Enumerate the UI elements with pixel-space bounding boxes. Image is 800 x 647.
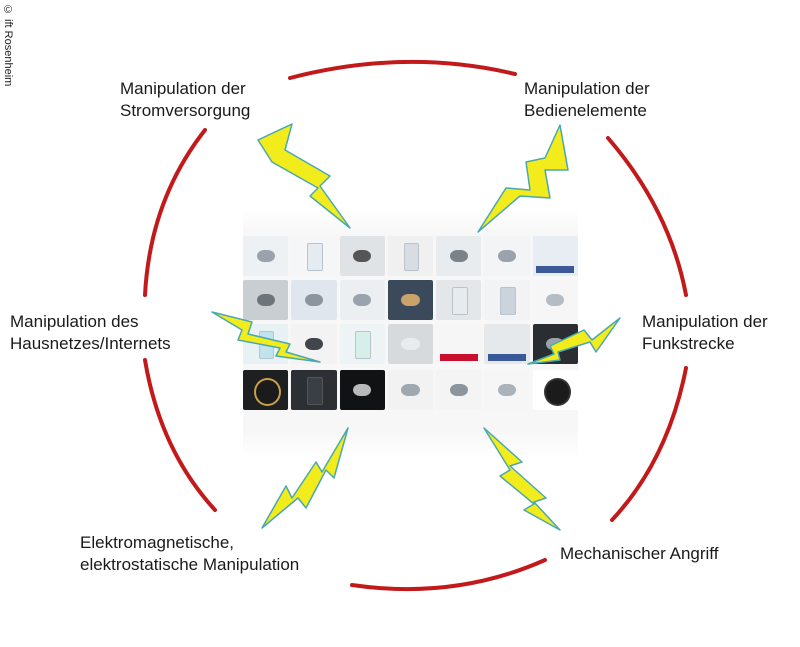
ring-arc-lower-left — [143, 358, 217, 512]
ring-arc-upper-right — [606, 136, 688, 297]
collage-tile — [484, 370, 530, 410]
label-electromagnetic: Elektromagnetische, elektrostatische Man… — [80, 533, 300, 574]
label-radio-link: Manipulation der Funkstrecke — [642, 312, 768, 353]
copyright-text: © ift Rosenheim — [2, 4, 14, 87]
collage-tile — [436, 280, 482, 320]
lightning-bolt-icon — [261, 427, 349, 529]
label-controls: Manipulation der Bedienelemente — [524, 79, 650, 120]
collage-tile — [436, 236, 482, 276]
collage-row — [243, 370, 578, 410]
lightning-bolt-icon — [483, 427, 561, 531]
collage-tile — [243, 280, 289, 320]
label-power-supply: Manipulation der Stromversorgung — [120, 79, 251, 120]
collage-tile — [484, 236, 530, 276]
collage-tile — [387, 324, 434, 364]
lightning-bolt-icon — [257, 123, 351, 229]
lightning-bolt-icon — [527, 317, 621, 365]
collage-tile — [339, 370, 385, 410]
collage-tile — [339, 236, 385, 276]
label-home-network: Manipulation des Hausnetzes/Internets — [10, 312, 171, 353]
ring-arc-bottom — [350, 558, 547, 592]
collage-tile — [532, 236, 578, 276]
collage-tile — [339, 324, 385, 364]
lightning-bolts — [211, 123, 621, 531]
collage-tile — [243, 370, 289, 410]
lightning-bolt-icon — [477, 124, 569, 233]
collage-tile — [243, 236, 289, 276]
collage-tile — [387, 370, 434, 410]
label-mechanical-attack: Mechanischer Angriff — [560, 544, 719, 563]
collage-tile — [484, 324, 530, 364]
collage-tile — [436, 324, 482, 364]
smart-lock-product-collage — [243, 208, 578, 458]
collage-tile — [387, 236, 434, 276]
collage-tile — [291, 370, 337, 410]
collage-tile — [291, 280, 337, 320]
collage-row — [243, 280, 578, 320]
attack-ring — [143, 59, 688, 592]
collage-row — [243, 236, 578, 276]
collage-tile — [339, 280, 385, 320]
ring-arc-lower-right — [610, 366, 688, 522]
ring-arc-top — [288, 59, 517, 80]
ring-arc-upper-left — [143, 128, 207, 297]
collage-tile — [436, 370, 482, 410]
collage-tile — [484, 280, 530, 320]
collage-tile — [387, 280, 434, 320]
collage-tile — [291, 236, 337, 276]
collage-tile — [532, 280, 578, 320]
lightning-bolt-icon — [211, 311, 321, 363]
collage-tile — [532, 370, 578, 410]
